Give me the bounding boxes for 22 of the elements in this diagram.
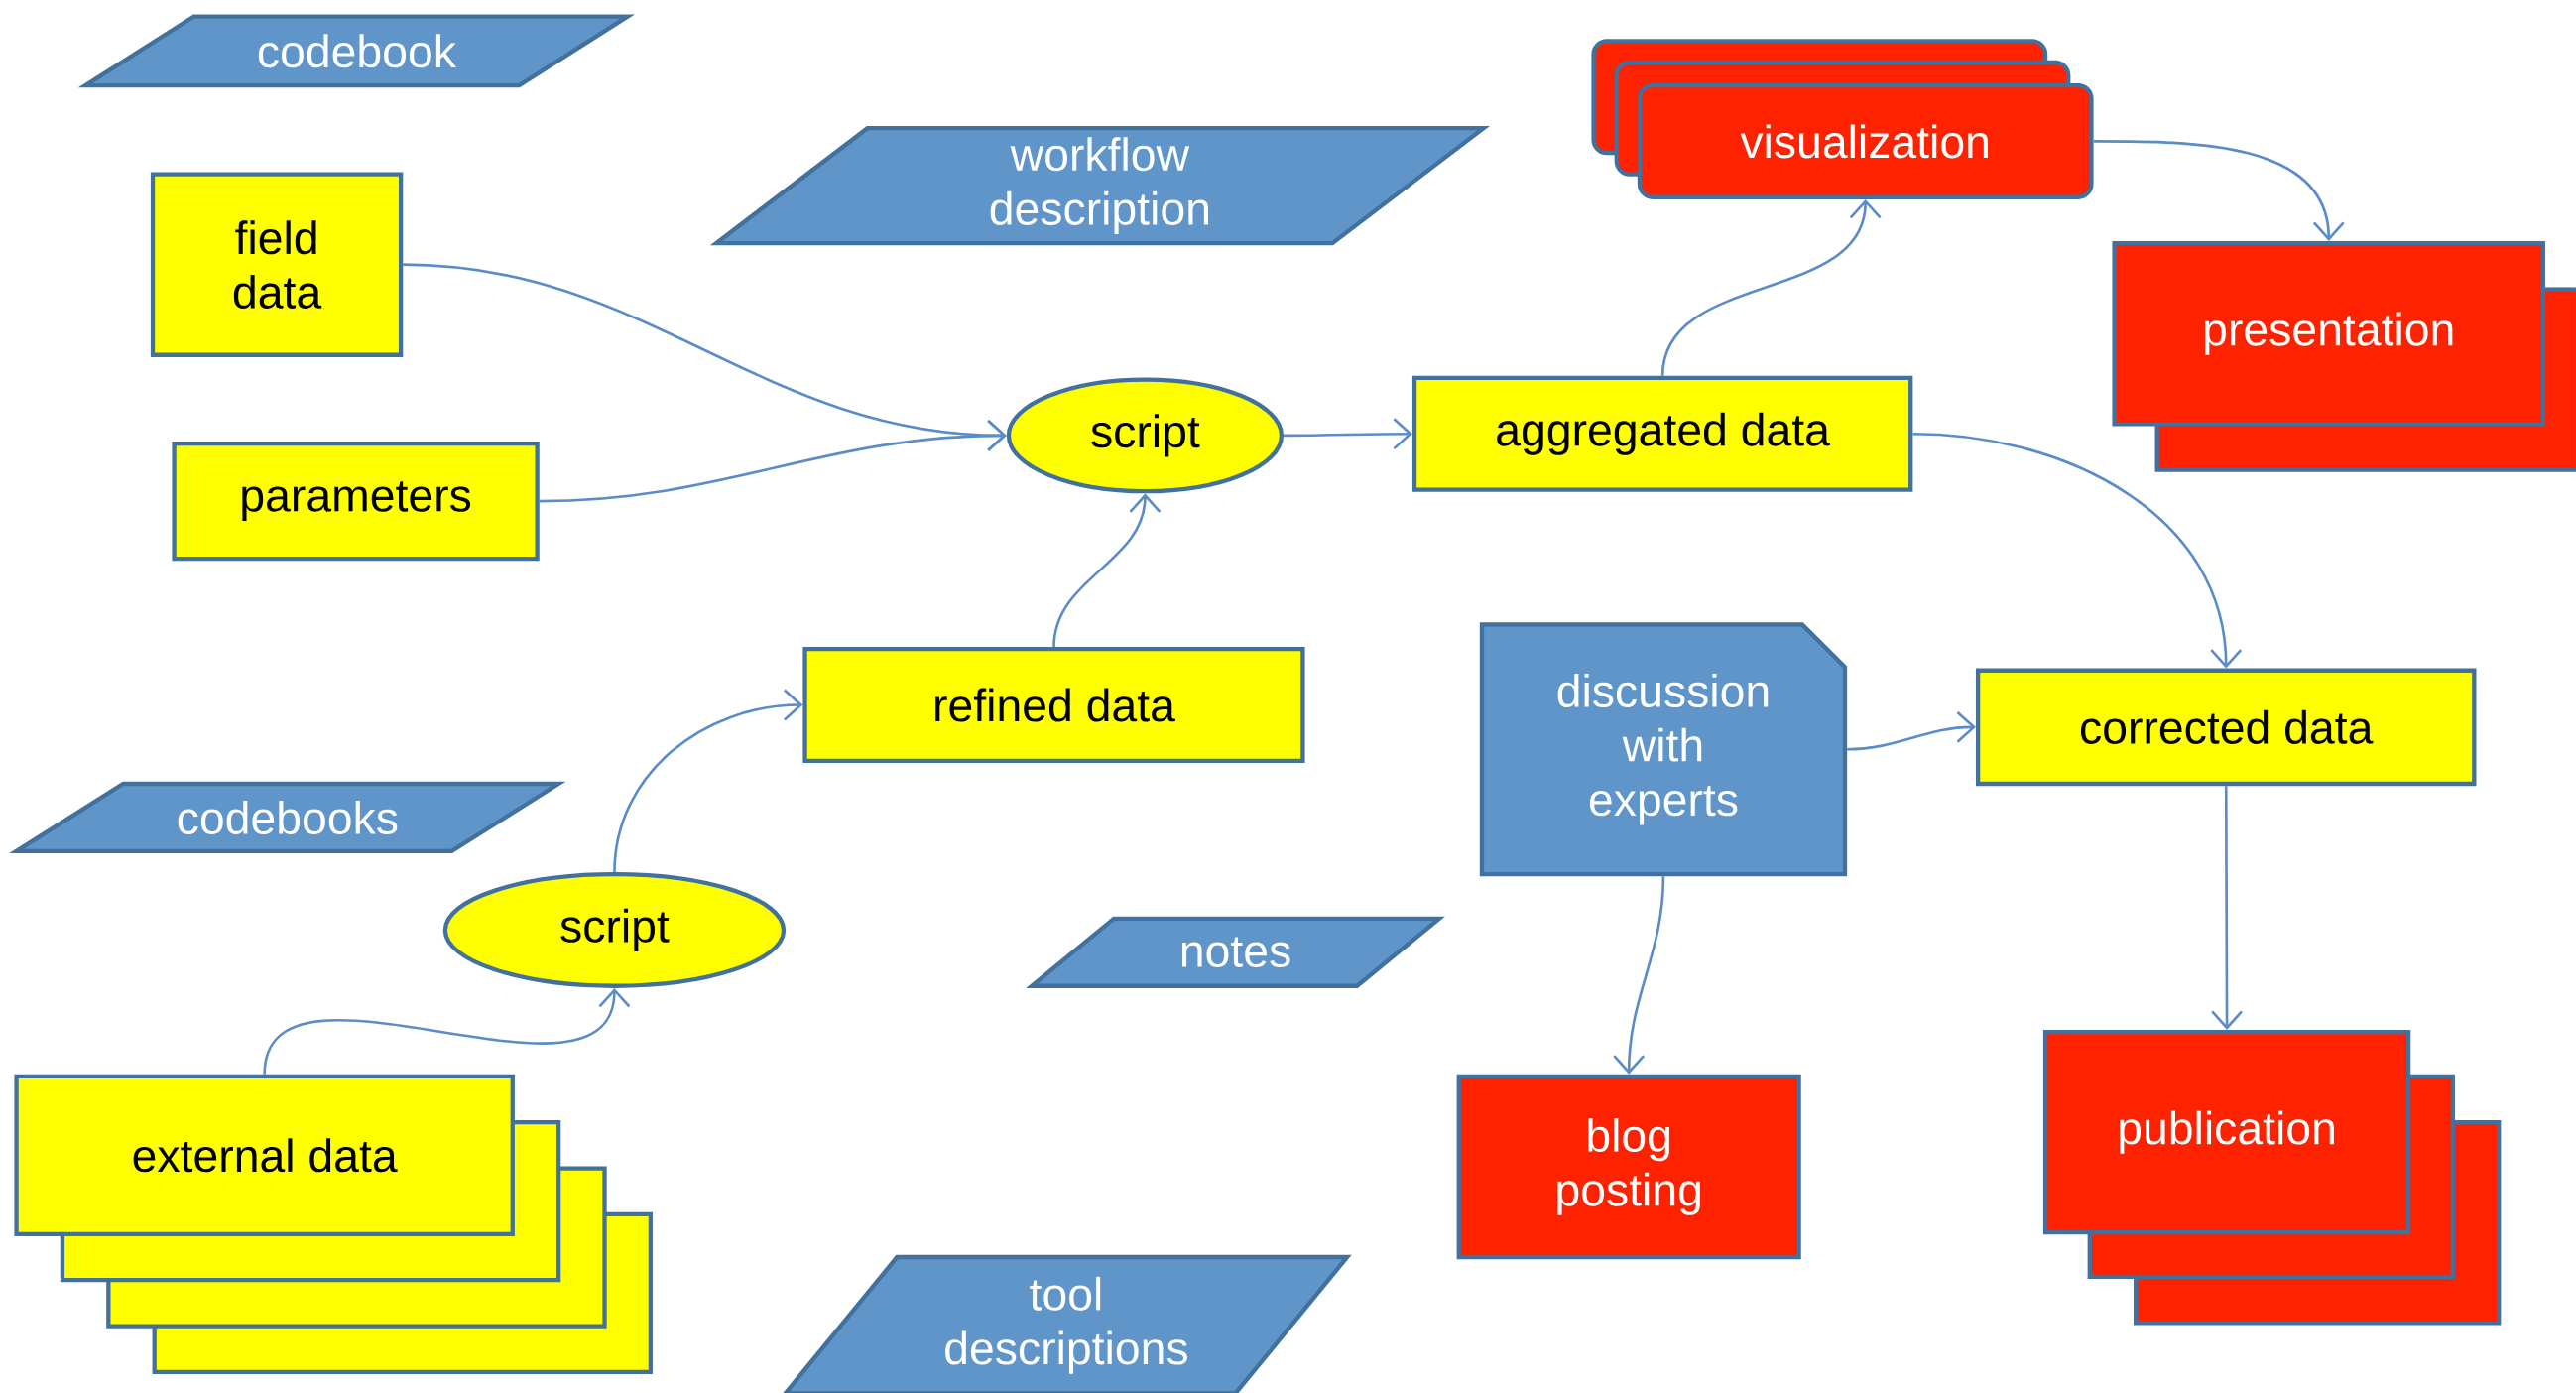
data-box: refined data [802,646,1305,763]
data-box: parameters [172,441,540,562]
arrow [1847,710,1976,751]
data-box: aggregated data [1411,375,1913,492]
arrow [1284,418,1412,449]
output-box: visualization [1591,39,2094,199]
arrow [2211,785,2243,1030]
arrow [263,987,631,1075]
output-box: presentation [2112,240,2576,472]
arrow [613,689,803,872]
data-box: corrected data [1976,668,2477,786]
data-box: field data [150,172,404,357]
arrow [539,419,1007,503]
arrow [1052,493,1162,647]
node-label: external data [133,1138,398,1173]
stacked-data-boxes: external data [14,1074,654,1374]
output-box: blog posting [1456,1074,1801,1259]
arrow [1912,432,2243,669]
arrow [1660,198,1882,376]
output-box: publication [2042,1029,2502,1326]
arrow [1613,875,1665,1075]
arrow [2093,139,2345,241]
